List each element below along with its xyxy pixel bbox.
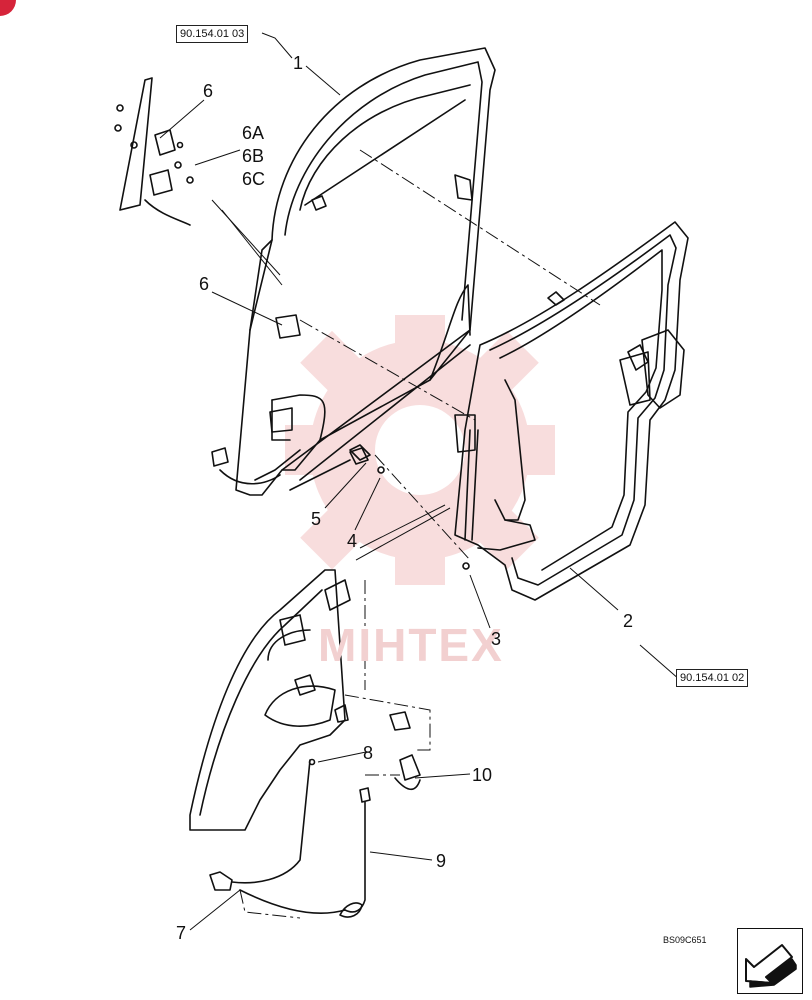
door-glass-part-2 xyxy=(454,221,689,601)
callout-1: 1 xyxy=(293,53,304,73)
navigate-back-button[interactable] xyxy=(737,928,803,994)
callout-6-top: 6 xyxy=(203,81,214,101)
callout-8: 8 xyxy=(363,743,374,763)
wiring-harness-parts-7-9 xyxy=(209,711,421,918)
callout-6b: 6B xyxy=(242,146,265,166)
assembly-guide-lines xyxy=(239,149,601,919)
callout-10: 10 xyxy=(472,765,493,785)
door-frame-part-1 xyxy=(211,47,496,496)
callout-6-middle: 6 xyxy=(199,274,210,294)
arrow-down-left-icon xyxy=(745,944,797,988)
reference-box-door-frame[interactable]: 90.154.01 03 xyxy=(176,25,249,43)
watermark-gear-icon xyxy=(285,315,555,585)
drawing-code: BS09C651 xyxy=(663,935,707,945)
corner-mark-icon xyxy=(0,0,16,16)
callout-2: 2 xyxy=(623,611,634,631)
callout-7: 7 xyxy=(176,923,187,943)
callout-5: 5 xyxy=(311,509,322,529)
callout-9: 9 xyxy=(436,851,447,871)
callout-6c: 6C xyxy=(242,169,266,189)
small-hardware-parts-3-5 xyxy=(349,447,470,570)
reference-box-door-glass[interactable]: 90.154.01 02 xyxy=(676,669,749,687)
door-lower-panel xyxy=(189,569,351,831)
callout-4: 4 xyxy=(347,531,358,551)
watermark-text: MIHTEX xyxy=(318,619,504,671)
callout-leader-lines xyxy=(159,32,681,931)
callout-6a: 6A xyxy=(242,123,265,143)
callout-3: 3 xyxy=(491,629,502,649)
hinge-bracket-part-6 xyxy=(114,77,194,226)
